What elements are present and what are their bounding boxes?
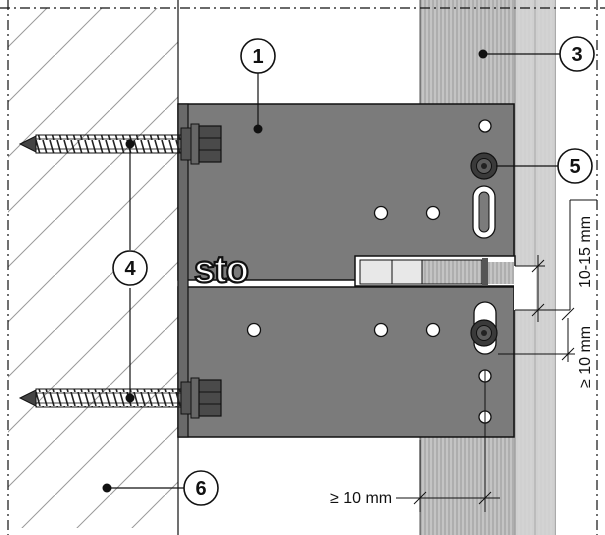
screw-upper xyxy=(18,123,222,165)
callout-1: 1 xyxy=(240,38,276,74)
bracket-plate xyxy=(177,103,536,438)
dim-vertical-gap: 10-15 mm xyxy=(577,216,594,288)
dim-vertical-edge: ≥ 10 mm xyxy=(577,326,594,388)
callout-6: 6 xyxy=(183,470,219,506)
callout-3: 3 xyxy=(559,36,595,72)
rivet-lower xyxy=(470,319,498,347)
dim-horizontal-edge: ≥ 10 mm xyxy=(330,490,392,507)
sto-logo: sto xyxy=(194,249,248,291)
screw-lower xyxy=(18,377,222,419)
callout-4: 4 xyxy=(112,250,148,286)
callout-3-label: 3 xyxy=(571,44,582,66)
callout-5-label: 5 xyxy=(569,156,580,178)
dimension-lines xyxy=(396,199,597,512)
leader-dots xyxy=(102,49,488,493)
leader-lines xyxy=(108,53,560,489)
callout-1-label: 1 xyxy=(252,46,263,68)
callout-4-label: 4 xyxy=(124,258,136,280)
callout-5: 5 xyxy=(557,148,593,184)
callout-6-label: 6 xyxy=(195,478,206,500)
rivet-upper xyxy=(470,152,498,180)
wall-substrate xyxy=(8,0,179,535)
